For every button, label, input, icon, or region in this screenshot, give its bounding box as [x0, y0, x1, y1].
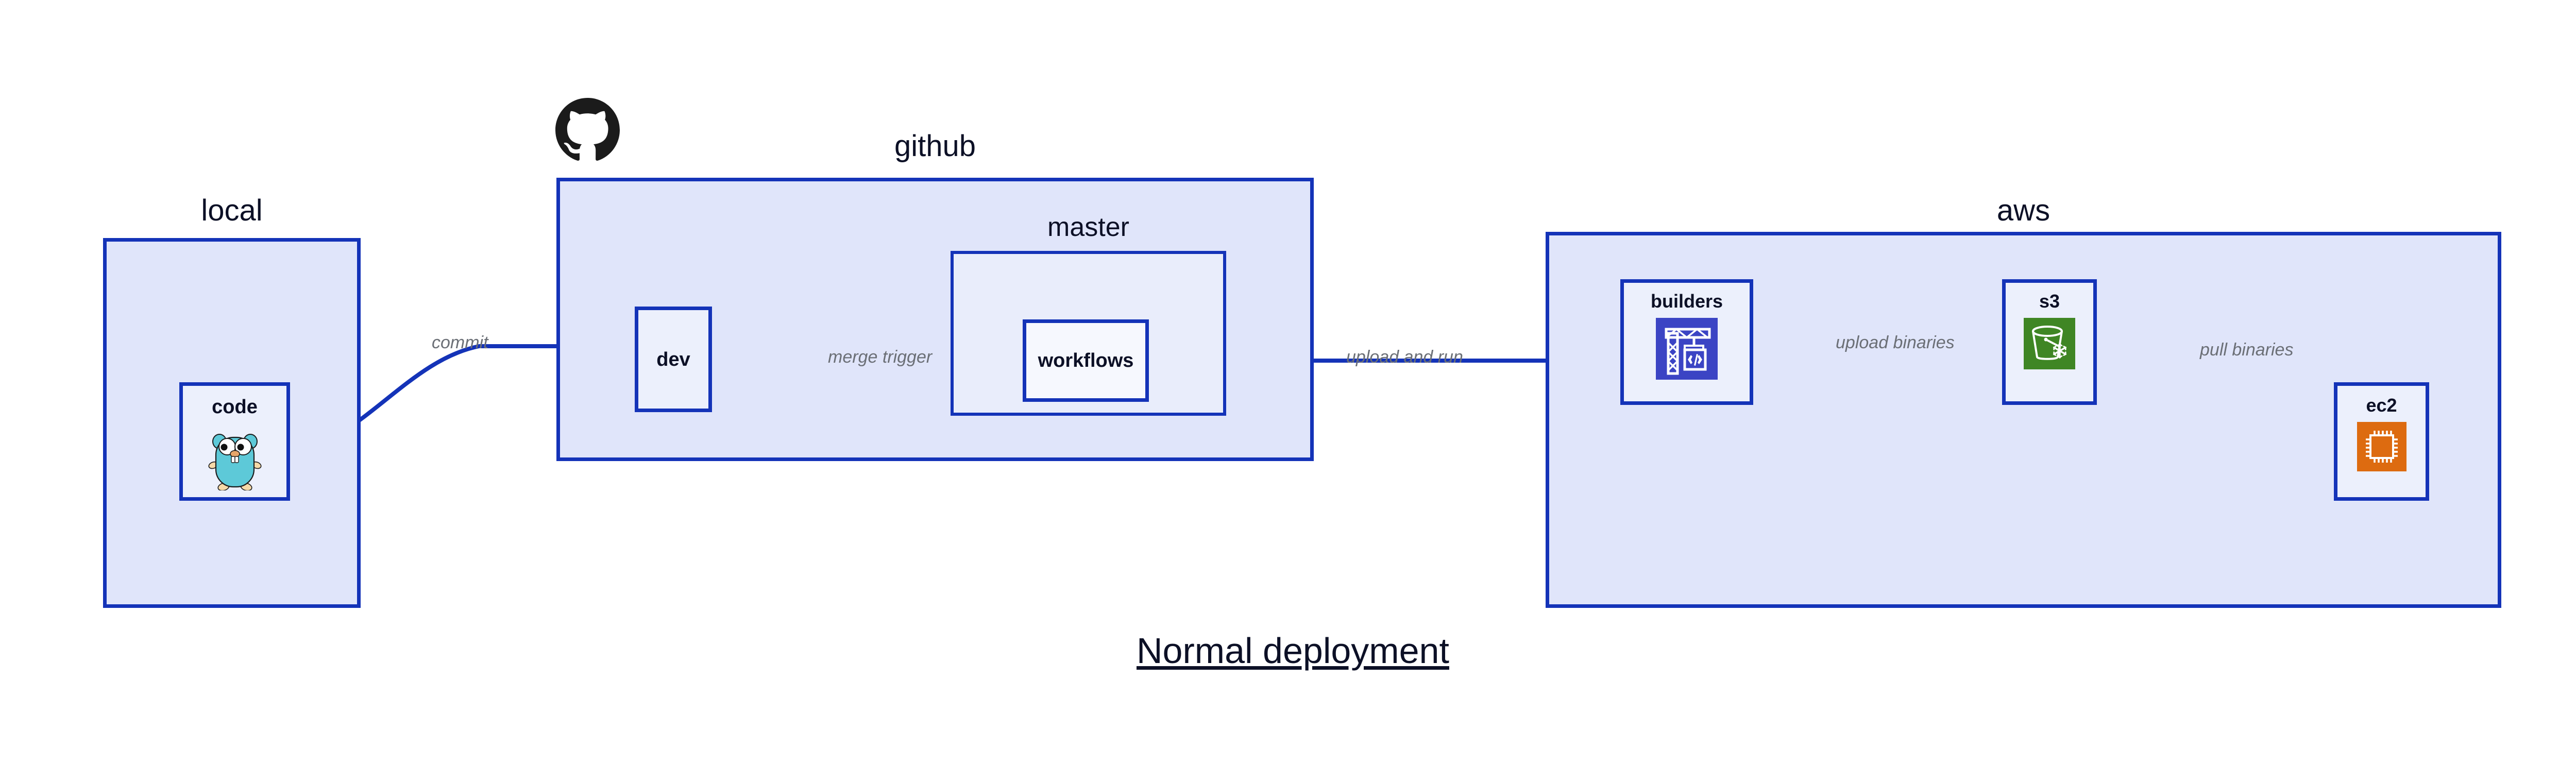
edge-label-upload-and-run: upload and run [1346, 347, 1463, 367]
aws-codebuild-icon [1656, 318, 1718, 382]
node-s3[interactable]: s3 [2002, 279, 2097, 405]
node-dev[interactable]: dev [635, 307, 712, 412]
go-gopher-icon [207, 426, 263, 493]
aws-ec2-icon [2357, 422, 2406, 474]
edge-label-commit: commit [432, 333, 488, 352]
page-title: Normal deployment [1137, 631, 1449, 671]
node-label-code: code [212, 396, 258, 418]
group-label-github: github [894, 129, 976, 163]
github-octocat-icon [555, 98, 620, 165]
node-label-s3: s3 [2039, 291, 2060, 312]
aws-s3-glacier-icon [2024, 318, 2075, 372]
node-label-ec2: ec2 [2366, 395, 2397, 416]
edge-label-merge-trigger: merge trigger [828, 347, 933, 367]
node-label-workflows: workflows [1038, 350, 1134, 371]
node-label-builders: builders [1650, 291, 1723, 312]
group-label-master: master [1047, 212, 1129, 242]
node-builders[interactable]: builders [1620, 279, 1753, 405]
group-label-local: local [201, 194, 263, 227]
node-label-dev: dev [656, 348, 690, 370]
group-label-aws: aws [1996, 194, 2050, 227]
node-ec2[interactable]: ec2 [2334, 382, 2429, 501]
node-workflows[interactable]: workflows [1023, 319, 1149, 402]
edge-label-pull-binaries: pull binaries [2200, 340, 2294, 360]
edge-label-upload-binaries: upload binaries [1836, 333, 1955, 352]
node-code[interactable]: code [179, 382, 290, 501]
